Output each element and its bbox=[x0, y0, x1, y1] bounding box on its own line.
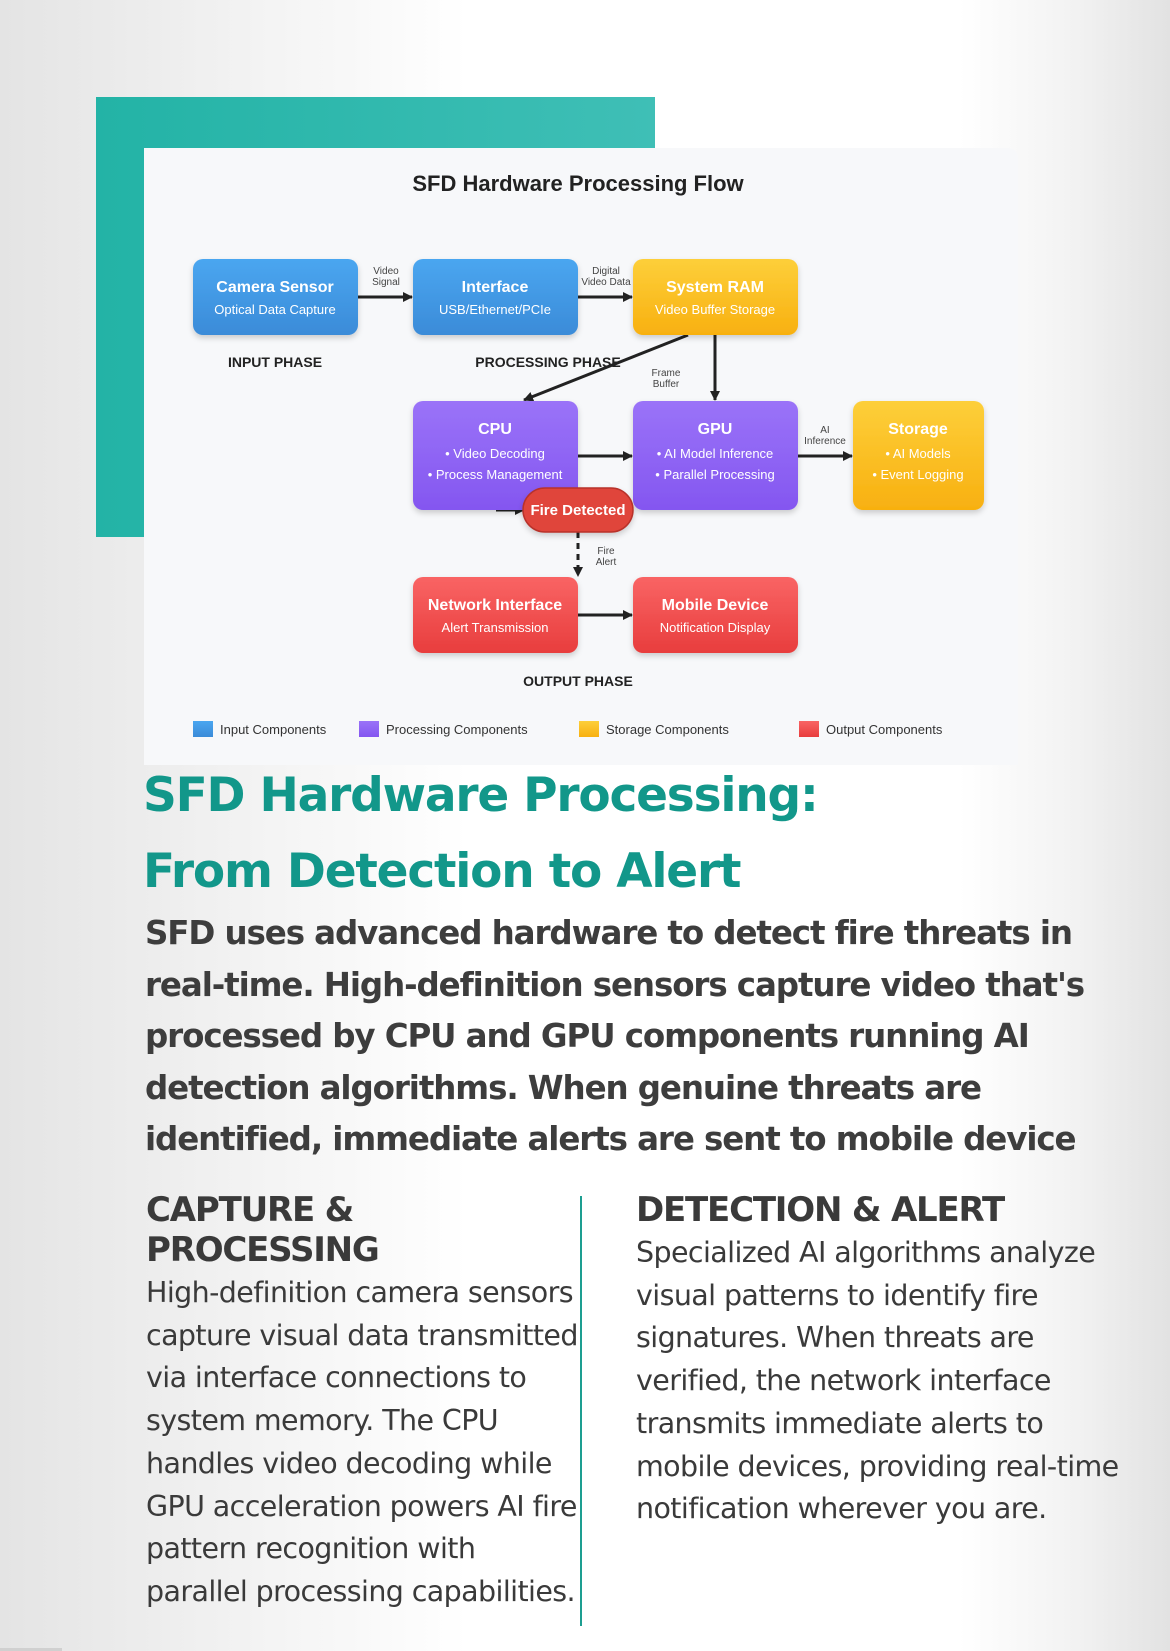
node-title: Interface bbox=[462, 279, 529, 296]
headline-line: From Detection to Alert bbox=[143, 844, 741, 899]
legend-label-output: Output Components bbox=[826, 722, 943, 737]
node-bullet: • AI Model Inference bbox=[657, 446, 774, 461]
node-title: System RAM bbox=[666, 279, 764, 296]
node-title: Network Interface bbox=[428, 597, 562, 614]
legend-label-input: Input Components bbox=[220, 722, 327, 737]
node-fire-detected: Fire Detected bbox=[522, 487, 634, 533]
node-subtitle: Alert Transmission bbox=[442, 620, 549, 635]
node-gpu: GPU • AI Model Inference • Parallel Proc… bbox=[633, 401, 798, 510]
node-storage: Storage • AI Models • Event Logging bbox=[853, 401, 984, 510]
edge-label-fire-alert: Alert bbox=[596, 557, 617, 568]
edge-ram-cpu bbox=[523, 333, 689, 402]
diagram-card: SFD Hardware Processing Flow Video Signa… bbox=[144, 148, 1018, 765]
edge-label-digital-video: Digital bbox=[592, 266, 620, 277]
diagram-title: SFD Hardware Processing Flow bbox=[412, 171, 744, 196]
node-title: Fire Detected bbox=[530, 502, 625, 519]
phase-label-input: INPUT PHASE bbox=[228, 354, 322, 370]
column-detection-alert: DETECTION & ALERT Specialized AI algorit… bbox=[636, 1190, 1136, 1531]
column-heading: DETECTION & ALERT bbox=[636, 1190, 1005, 1230]
edge-label-ai-inference: AI bbox=[820, 425, 829, 436]
edge-label-frame-buffer: Frame bbox=[652, 368, 681, 379]
node-mobile-device: Mobile Device Notification Display bbox=[633, 577, 798, 653]
legend-swatch-storage bbox=[579, 721, 599, 737]
edge-label-ai-inference: Inference bbox=[804, 436, 846, 447]
legend-label-storage: Storage Components bbox=[606, 722, 729, 737]
node-title: CPU bbox=[478, 421, 512, 438]
node-interface: Interface USB/Ethernet/PCIe bbox=[413, 259, 578, 335]
column-divider bbox=[580, 1196, 582, 1626]
legend-swatch-output bbox=[799, 721, 819, 737]
edges bbox=[358, 292, 853, 620]
edge-label-fire-alert: Fire bbox=[597, 546, 615, 557]
node-camera-sensor: Camera Sensor Optical Data Capture bbox=[193, 259, 358, 335]
node-cpu: CPU • Video Decoding • Process Managemen… bbox=[413, 401, 578, 510]
legend-swatch-processing bbox=[359, 721, 379, 737]
page-edge-tab bbox=[0, 1648, 62, 1651]
article-lead: SFD uses advanced hardware to detect fir… bbox=[145, 914, 1085, 1158]
node-bullet: • Parallel Processing bbox=[655, 467, 774, 482]
node-subtitle: Notification Display bbox=[660, 620, 771, 635]
column-body: Specialized AI algorithms analyze visual… bbox=[636, 1236, 1119, 1526]
article-headline: SFD Hardware Processing: From Detection … bbox=[143, 758, 819, 910]
node-subtitle: Optical Data Capture bbox=[214, 302, 335, 317]
node-bullet: • Event Logging bbox=[872, 467, 963, 482]
node-subtitle: USB/Ethernet/PCIe bbox=[439, 302, 551, 317]
node-bullet: • Process Management bbox=[428, 467, 563, 482]
node-title: GPU bbox=[698, 421, 733, 438]
edge-label-video-signal: Video bbox=[373, 266, 399, 277]
edge-label-digital-video: Video Data bbox=[581, 277, 631, 288]
node-bullet: • AI Models bbox=[885, 446, 951, 461]
node-network-interface: Network Interface Alert Transmission bbox=[413, 577, 578, 653]
legend-label-processing: Processing Components bbox=[386, 722, 528, 737]
headline-line: SFD Hardware Processing: bbox=[143, 768, 819, 823]
node-title: Storage bbox=[888, 421, 948, 438]
column-body: High-definition camera sensors capture v… bbox=[146, 1276, 578, 1608]
node-system-ram: System RAM Video Buffer Storage bbox=[633, 259, 798, 335]
edge-label-frame-buffer: Buffer bbox=[653, 379, 680, 390]
node-subtitle: Video Buffer Storage bbox=[655, 302, 775, 317]
column-heading: CAPTURE & PROCESSING bbox=[146, 1190, 380, 1270]
edge-label-video-signal: Signal bbox=[372, 277, 400, 288]
legend-swatch-input bbox=[193, 721, 213, 737]
flow-diagram: SFD Hardware Processing Flow Video Signa… bbox=[193, 171, 984, 737]
node-bullet: • Video Decoding bbox=[445, 446, 545, 461]
legend: Input Components Processing Components S… bbox=[193, 721, 943, 737]
column-capture-processing: CAPTURE & PROCESSING High-definition cam… bbox=[146, 1190, 581, 1614]
phase-label-output: OUTPUT PHASE bbox=[523, 673, 633, 689]
node-title: Camera Sensor bbox=[216, 279, 333, 296]
node-title: Mobile Device bbox=[662, 597, 769, 614]
phase-label-processing: PROCESSING PHASE bbox=[475, 354, 620, 370]
